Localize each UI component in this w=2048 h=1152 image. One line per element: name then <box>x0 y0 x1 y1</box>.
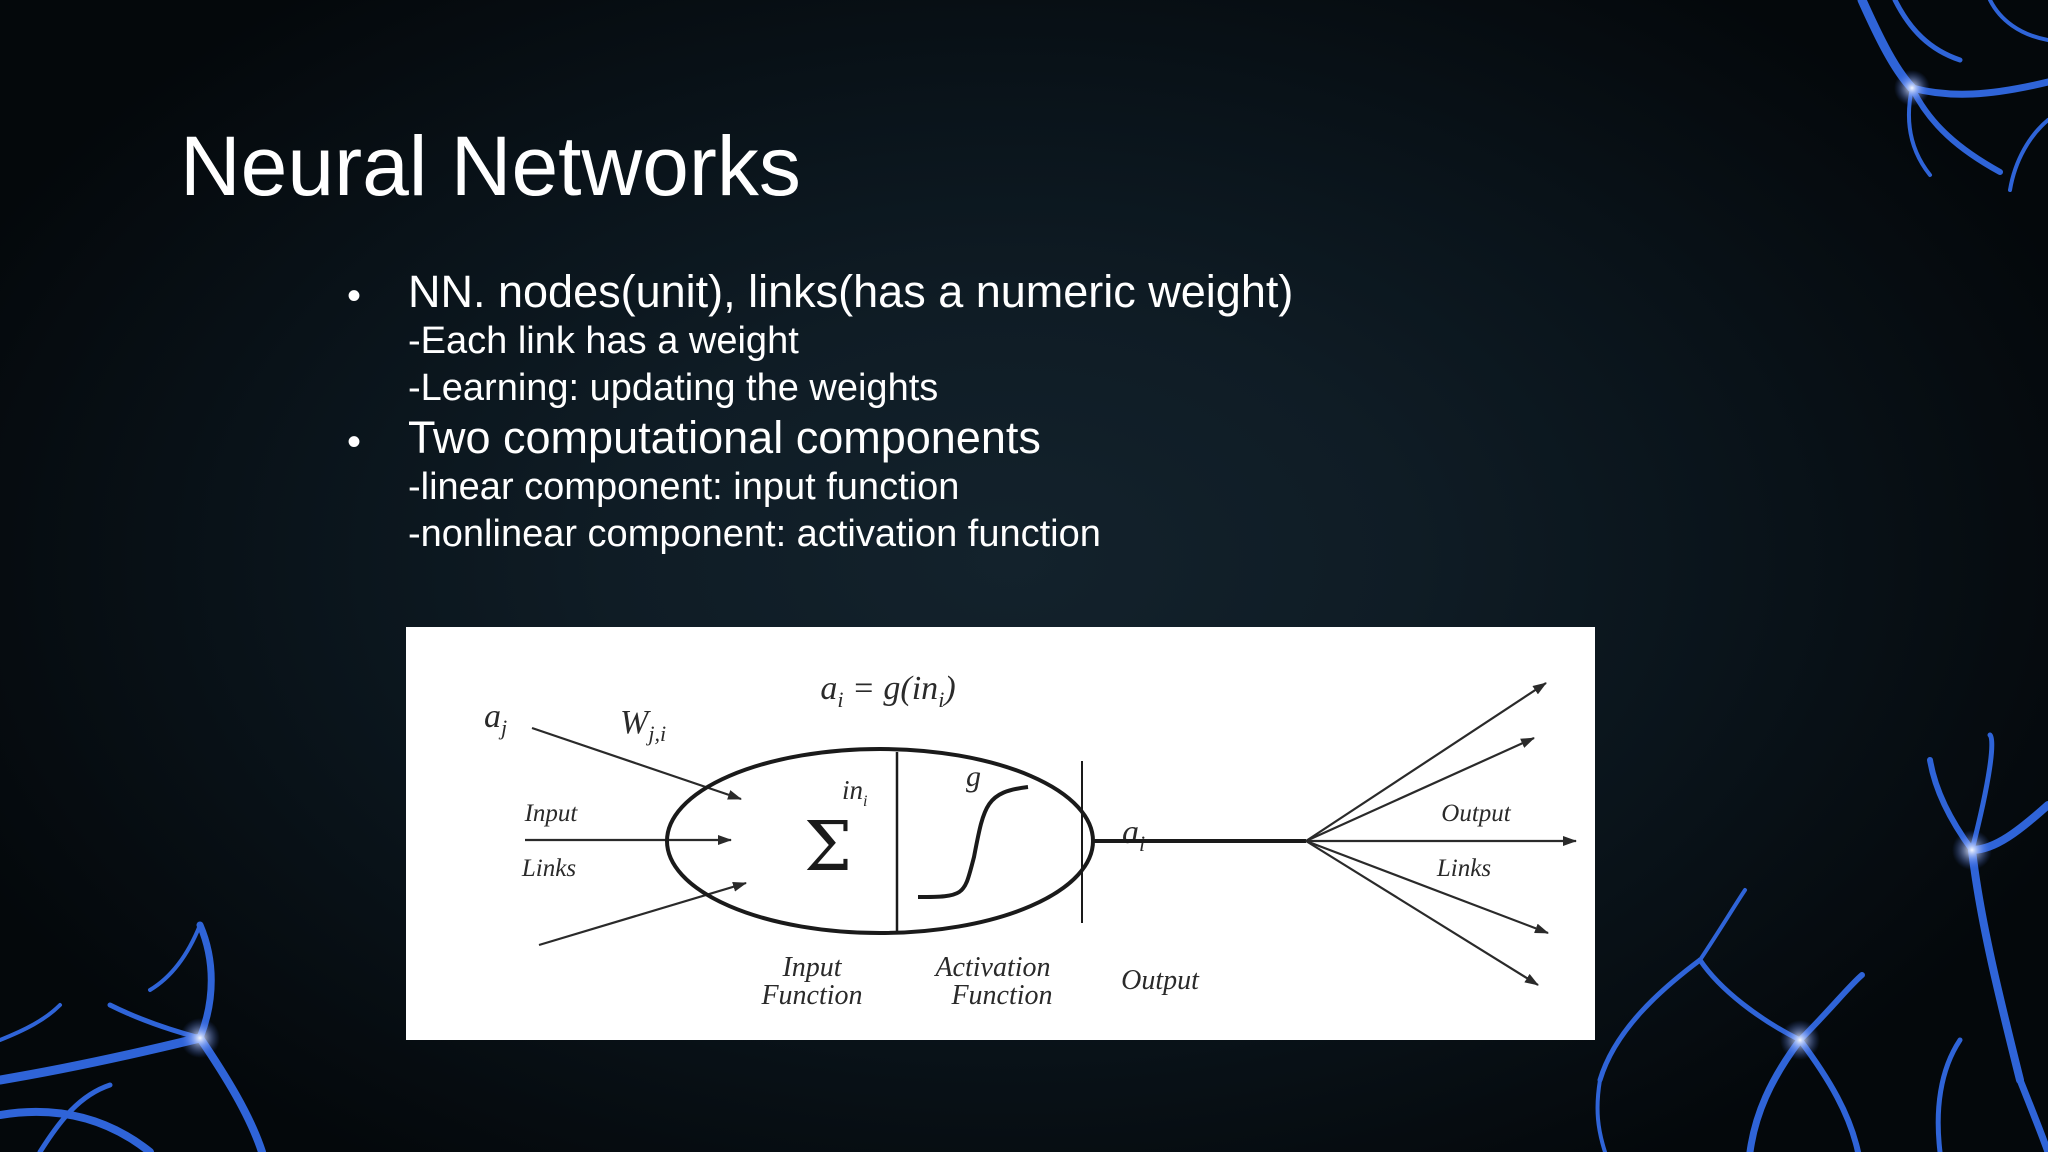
bullet-text: NN. nodes(unit), links(has a numeric wei… <box>408 266 1294 317</box>
sub-point: -nonlinear component: activation functio… <box>408 513 1101 555</box>
output-link-arrow <box>1305 736 1535 843</box>
output-label: Output <box>1121 965 1200 996</box>
output-links-label: Output <box>1441 800 1512 827</box>
output-link-arrow <box>1305 682 1547 842</box>
slide-title: Neural Networks <box>180 119 801 213</box>
output-links-label: Links <box>1436 855 1491 882</box>
output-link-arrow <box>1305 839 1549 935</box>
sub-point: -Each link has a weight <box>408 320 799 362</box>
sub-point: -linear component: input function <box>408 466 960 508</box>
neuron-diagram-svg: ai = g(ini) aj Wj,i Input Links Σ ini g <box>484 670 1577 1011</box>
sigma-icon: Σ <box>804 808 852 887</box>
output-activation-label: ai <box>1122 814 1145 856</box>
activation-function-label: Function <box>950 980 1052 1011</box>
neuron-diagram: ai = g(ini) aj Wj,i Input Links Σ ini g <box>406 627 1595 1040</box>
input-links-label: Links <box>521 855 576 882</box>
output-link-arrow <box>1305 840 1539 986</box>
bullet-item: • NN. nodes(unit), links(has a numeric w… <box>342 266 1642 318</box>
input-function-label: Input <box>781 952 842 983</box>
input-link-arrow <box>538 881 747 947</box>
activation-function-label: Activation <box>933 952 1050 983</box>
bullet-text: Two computational components <box>408 412 1041 463</box>
input-function-label: Function <box>760 980 862 1011</box>
sub-point: -Learning: updating the weights <box>408 367 939 409</box>
bullet-dot-icon: • <box>347 420 362 464</box>
sigmoid-curve-icon <box>917 785 1029 899</box>
bullet-item: • Two computational components <box>342 412 1642 464</box>
activation-g-label: g <box>966 760 981 793</box>
input-activation-label: aj <box>484 698 507 740</box>
activation-equation: ai = g(ini) <box>820 670 955 712</box>
bullet-list: • NN. nodes(unit), links(has a numeric w… <box>342 266 1642 558</box>
weight-label: Wj,i <box>620 704 666 746</box>
input-sum-label: ini <box>842 775 867 810</box>
bullet-dot-icon: • <box>347 274 362 318</box>
input-links-label: Input <box>524 800 579 827</box>
